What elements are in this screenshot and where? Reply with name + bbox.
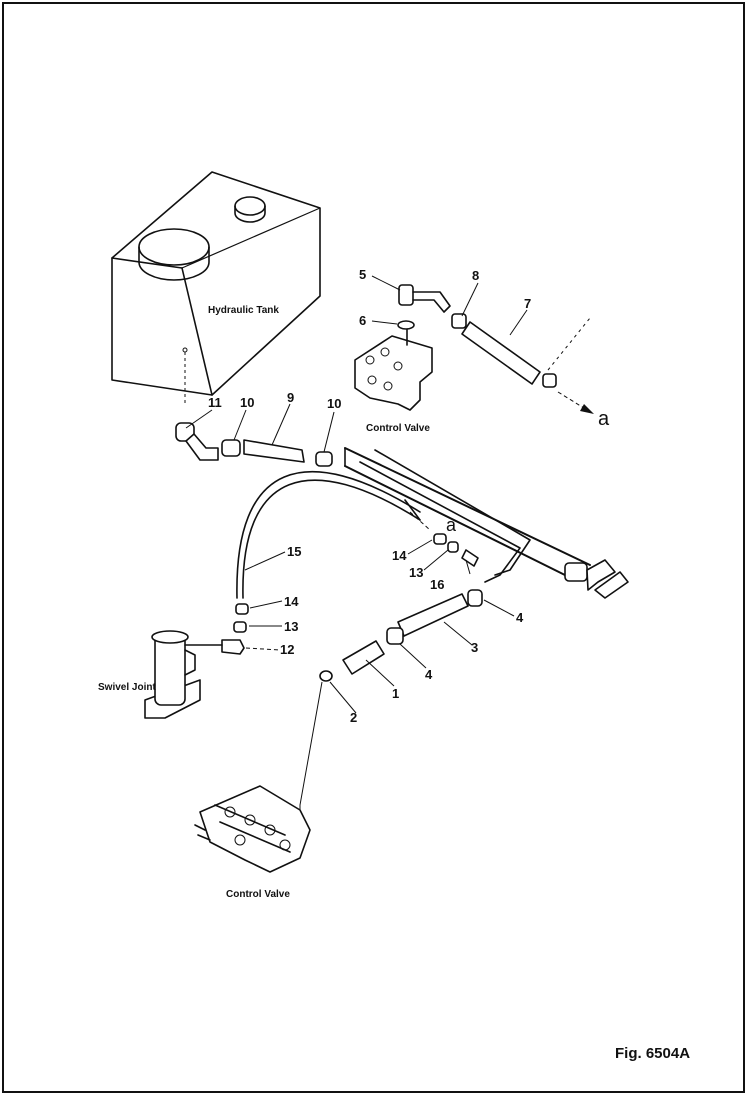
- callout-4-upper: 4: [516, 610, 524, 625]
- fitting-13-left: [233, 621, 247, 633]
- nut-14-middle: [433, 533, 447, 545]
- callout-3: 3: [471, 640, 478, 655]
- control-valve-upper-label: Control Valve: [366, 423, 430, 434]
- callout-4-lower: 4: [425, 667, 433, 682]
- hose-clamp-8: [451, 313, 467, 329]
- callout-14-left: 14: [284, 594, 299, 609]
- callout-10-right: 10: [327, 396, 341, 411]
- callout-6: 6: [359, 313, 366, 328]
- elbow-11: [175, 422, 219, 461]
- callout-5: 5: [359, 267, 366, 282]
- nut-14-left: [235, 603, 249, 615]
- figure-number: Fig. 6504A: [615, 1045, 691, 1062]
- control-valve-lower-drawing: [194, 785, 311, 873]
- hydraulic-tank-label: Hydraulic Tank: [208, 305, 279, 316]
- swivel-joint-label: Swivel Joint: [98, 682, 156, 693]
- elbow-fitting-5: [398, 284, 451, 313]
- hose-9: [243, 439, 305, 463]
- routing-line: [299, 681, 323, 825]
- leader-lines: [185, 275, 528, 714]
- callout-13-left: 13: [284, 619, 298, 634]
- hydraulic-tank: [111, 171, 321, 405]
- return-pipe-assembly: [344, 447, 629, 599]
- callout-9: 9: [287, 390, 294, 405]
- callout-13-middle: 13: [409, 565, 423, 580]
- fitting-16: [461, 549, 479, 567]
- callout-11: 11: [208, 395, 222, 410]
- hose-15: [242, 479, 421, 599]
- o-ring-2: [319, 670, 333, 682]
- fitting-13-middle: [447, 541, 459, 553]
- callout-12: 12: [280, 642, 294, 657]
- o-ring-6: [397, 320, 415, 330]
- callout-8: 8: [472, 268, 479, 283]
- control-valve-upper-drawing: [354, 327, 433, 411]
- callout-7: 7: [524, 296, 531, 311]
- pipe-3: [397, 593, 469, 637]
- callout-1: 1: [392, 686, 399, 701]
- callout-16: 16: [430, 577, 444, 592]
- hose-clamp-a: [542, 373, 557, 388]
- callout-2: 2: [350, 710, 357, 725]
- callout-14-middle: 14: [392, 548, 407, 563]
- elbow-12: [221, 639, 245, 655]
- connection-mark-a-right: a: [598, 408, 610, 430]
- hose-7: [461, 321, 541, 385]
- swivel-joint-drawing: [144, 630, 223, 719]
- callout-10-left: 10: [240, 395, 254, 410]
- connection-mark-a-middle: a: [446, 515, 457, 535]
- callout-15: 15: [287, 544, 301, 559]
- control-valve-lower-label: Control Valve: [226, 889, 290, 900]
- hose-clamp-10-right: [315, 451, 333, 467]
- adapter-1: [342, 640, 385, 675]
- hose-clamp-10-left: [221, 439, 241, 457]
- hose-clamp-4-upper: [467, 589, 483, 607]
- hose-clamp-4-lower: [386, 627, 404, 645]
